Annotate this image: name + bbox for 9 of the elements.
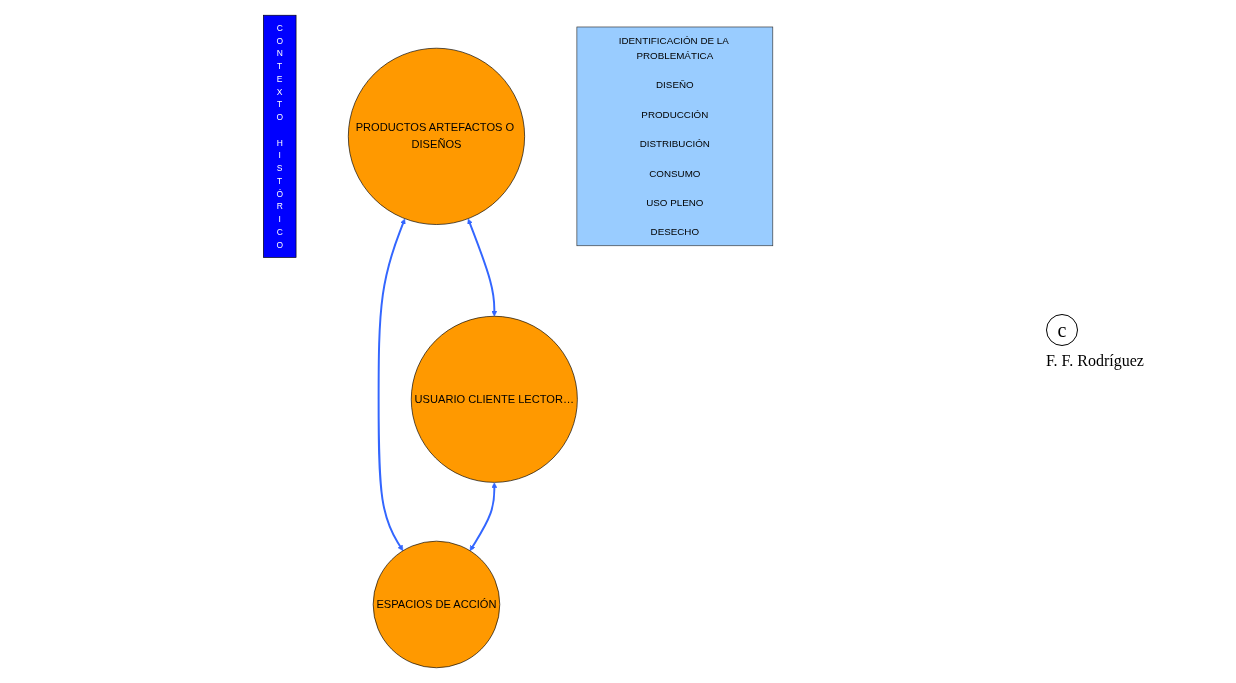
arrow [467, 218, 498, 317]
node-circle: ESPACIOS DE ACCIÓN [372, 540, 501, 669]
arrow [377, 218, 406, 551]
node-circle: USUARIO CLIENTE LECTOR… [410, 315, 578, 483]
author-name: F. F. Rodríguez [1046, 351, 1145, 370]
node-circle: PRODUCTOS ARTEFACTOS O DISEÑOS [347, 47, 525, 225]
node-box: CONTEXTO HISTÓRICO [262, 14, 297, 258]
node-box: IDENTIFICACIÓN DE LA PROBLEMÁTICA DISEÑO PRODUCCIÓN DISTRIBUCIÓN CONSUMO USO PLENO DESECHO [576, 26, 774, 247]
arrow [469, 482, 498, 551]
